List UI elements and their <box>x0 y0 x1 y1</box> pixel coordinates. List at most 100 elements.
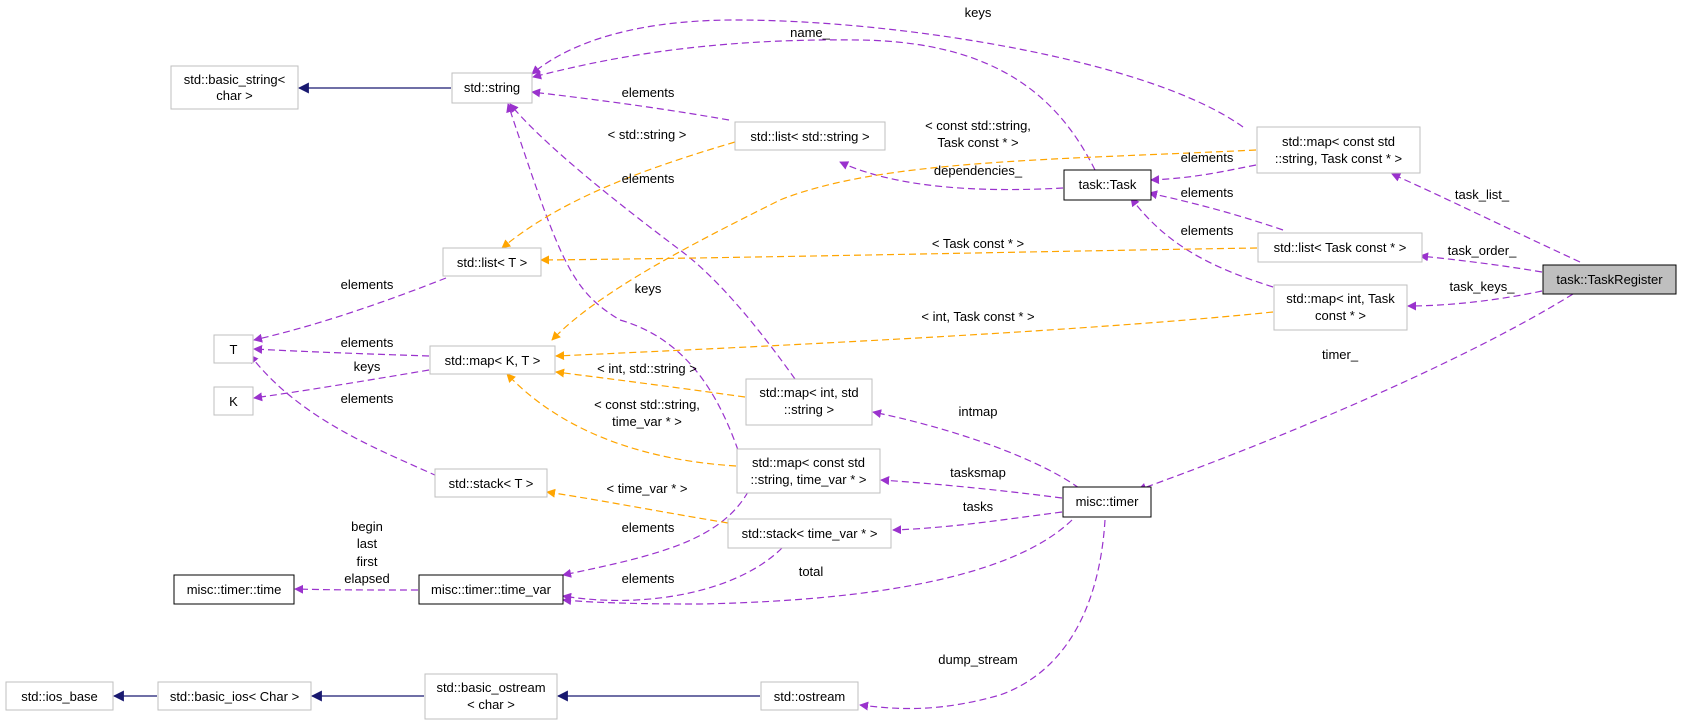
node-std-basic-ios-char[interactable]: std::basic_ios< Char > <box>157 681 312 711</box>
edge-maptask-elements <box>1150 164 1257 185</box>
node-std-map-k-t[interactable]: std::map< K, T > <box>429 345 556 375</box>
edge-label-begin: begin <box>351 519 383 534</box>
edge-liststring-elements <box>531 88 730 121</box>
edge-label-timer: timer_ <box>1322 347 1359 362</box>
node-std-map-string-task[interactable]: std::map< const std ::string, Task const… <box>1256 126 1421 174</box>
edge-dependencies <box>839 161 1064 191</box>
edge-tpl-map-string-timevar <box>506 373 737 467</box>
node-std-map-string-timevar[interactable]: std::map< const std ::string, time_var *… <box>736 448 881 494</box>
edge-label-first: first <box>357 554 378 569</box>
node-label: K <box>229 394 238 409</box>
node-std-ios-base[interactable]: std::ios_base <box>5 681 114 711</box>
edge-task-list <box>1391 173 1581 263</box>
edge-label-const-string-task: Task const * > <box>937 135 1018 150</box>
edge-label-elements: elements <box>341 391 394 406</box>
edge-total <box>562 519 1073 606</box>
edge-label-time-var: < time_var * > <box>607 481 688 496</box>
node-label: std::map< int, std <box>759 385 858 400</box>
edge-label-elements: elements <box>1181 150 1234 165</box>
node-std-list-t[interactable]: std::list< T > <box>442 247 542 277</box>
node-label: task::TaskRegister <box>1556 272 1663 287</box>
edge-listtask-elements <box>1148 190 1284 231</box>
edge-begin-last-first-elapsed <box>294 584 419 594</box>
edge-task-order <box>1419 252 1543 273</box>
node-t[interactable]: T <box>213 334 254 364</box>
edge-label-dump-stream: dump_stream <box>938 652 1017 667</box>
edge-name <box>532 39 1096 171</box>
edge-listT-elements <box>253 277 447 343</box>
node-k[interactable]: K <box>213 386 254 416</box>
node-std-map-int-string[interactable]: std::map< int, std ::string > <box>745 378 873 426</box>
node-label: std::map< const std <box>1282 134 1395 149</box>
node-label: std::ostream <box>774 689 846 704</box>
edge-label-keys: keys <box>965 5 992 20</box>
node-label: misc::timer::time <box>187 582 282 597</box>
node-std-list-task[interactable]: std::list< Task const * > <box>1257 232 1423 263</box>
node-label: std::list< T > <box>457 255 527 270</box>
edge-tasksmap <box>880 476 1063 499</box>
edge-mapKT-elements <box>253 344 430 357</box>
node-std-string[interactable]: std::string <box>451 72 533 104</box>
node-std-basic-string-char[interactable]: std::basic_string< char > <box>170 65 299 110</box>
node-std-map-int-task[interactable]: std::map< int, Task const * > <box>1273 284 1408 331</box>
edge-label-elements: elements <box>341 277 394 292</box>
edge-label-keys: keys <box>635 281 662 296</box>
node-misc-timer[interactable]: misc::timer <box>1062 486 1152 518</box>
edge-label-elements: elements <box>622 85 675 100</box>
node-std-ostream[interactable]: std::ostream <box>760 681 859 711</box>
edge-keys-top <box>531 19 1244 128</box>
node-task-task[interactable]: task::Task <box>1063 169 1152 201</box>
edge-tpl-stack-timevar <box>546 488 729 524</box>
node-label: ::string, time_var * > <box>751 472 867 487</box>
node-label: std::map< K, T > <box>445 353 541 368</box>
edge-tpl-map-string-task <box>551 149 1257 341</box>
edge-label-elements: elements <box>341 335 394 350</box>
node-std-list-string[interactable]: std::list< std::string > <box>734 121 886 151</box>
edge-label-name: name_ <box>790 25 831 40</box>
node-std-stack-t[interactable]: std::stack< T > <box>434 468 548 498</box>
edge-label-elements: elements <box>622 571 675 586</box>
node-label: const * > <box>1315 308 1366 323</box>
node-label: task::Task <box>1079 177 1137 192</box>
edge-label-task-order: task_order_ <box>1448 243 1517 258</box>
node-label: std::stack< T > <box>449 476 534 491</box>
edge-label-std-string: < std::string > <box>608 127 687 142</box>
edge-timevar-stack-elements <box>562 547 783 602</box>
node-label: std::basic_string< <box>184 72 286 87</box>
node-label: misc::timer::time_var <box>431 582 552 597</box>
node-std-stack-timevar[interactable]: std::stack< time_var * > <box>727 518 892 549</box>
edge-keys-mid <box>506 103 739 451</box>
edge-tpl-map-int-string <box>555 368 746 398</box>
node-label: char > <box>216 88 253 103</box>
edge-label-elements: elements <box>622 171 675 186</box>
edge-intmap <box>872 409 1080 489</box>
edge-tpl-map-int-task <box>555 311 1274 361</box>
node-label: std::list< Task const * > <box>1274 240 1407 255</box>
node-label: std::map< const std <box>752 455 865 470</box>
edge-dump-stream <box>859 519 1106 711</box>
node-label: std::basic_ostream <box>436 680 545 695</box>
node-label: std::stack< time_var * > <box>742 526 878 541</box>
node-label: ::string > <box>784 402 834 417</box>
edge-label-elapsed: elapsed <box>344 571 390 586</box>
edge-stackT-elements <box>249 354 438 477</box>
node-misc-timer-timevar[interactable]: misc::timer::time_var <box>418 574 564 605</box>
edge-mapinttask-elements <box>1130 197 1274 288</box>
node-label: std::map< int, Task <box>1286 291 1395 306</box>
node-misc-timer-time[interactable]: misc::timer::time <box>173 574 295 605</box>
edge-label-task-keys: task_keys_ <box>1449 279 1515 294</box>
node-task-taskregister[interactable]: task::TaskRegister <box>1542 264 1677 295</box>
node-label: std::basic_ios< Char > <box>170 689 299 704</box>
edge-label-int-task-const: < int, Task const * > <box>921 309 1034 324</box>
edge-label-total: total <box>799 564 824 579</box>
edge-label-elements: elements <box>1181 223 1234 238</box>
edge-label-task-list: task_list_ <box>1455 187 1510 202</box>
node-std-basic-ostream-char[interactable]: std::basic_ostream < char > <box>424 673 558 720</box>
node-label: std::ios_base <box>21 689 98 704</box>
edge-mapKT-keys <box>253 369 430 402</box>
edge-label-intmap: intmap <box>958 404 997 419</box>
edge-label-elements: elements <box>622 520 675 535</box>
edge-tasks <box>892 511 1063 535</box>
edge-label-const-string-task: < const std::string, <box>925 118 1031 133</box>
